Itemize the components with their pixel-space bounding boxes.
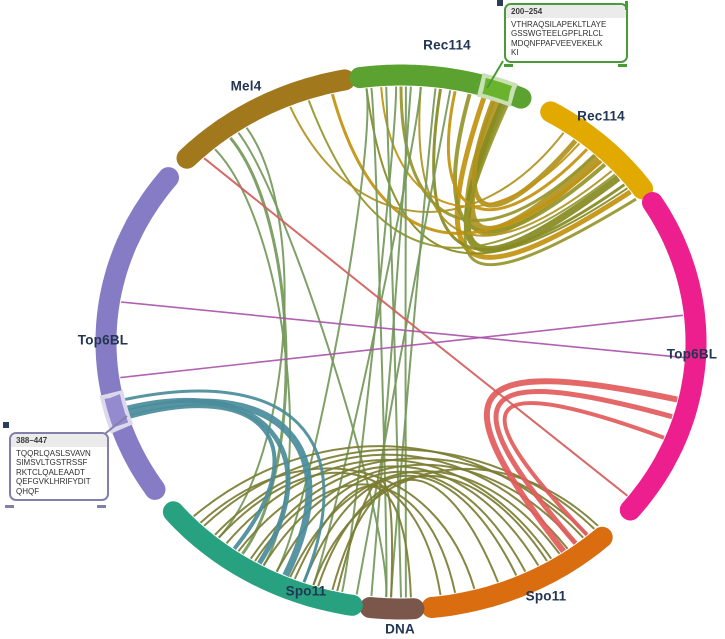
residue-range-label: 200–254 [506, 5, 626, 18]
residue-range-label: 388–447 [11, 434, 107, 447]
chord-link[interactable] [463, 104, 637, 267]
segment-arc-spo11_l[interactable] [162, 501, 363, 616]
tooltip-handle-icon[interactable] [625, 1, 628, 10]
chord-link[interactable] [129, 404, 277, 550]
chord-link[interactable] [237, 457, 588, 552]
chord-link[interactable] [331, 478, 499, 591]
highlighted-region-top6bl_l[interactable] [104, 394, 129, 428]
segment-label-dna[interactable]: DNA [385, 621, 415, 637]
chord-link[interactable] [502, 401, 665, 537]
chord-link[interactable] [275, 88, 369, 573]
chord-link[interactable] [307, 100, 616, 249]
segment-label-top6bl-right[interactable]: Top6BL [666, 346, 718, 362]
segment-arc-spo11_r[interactable] [421, 526, 613, 618]
tooltip-pointer-line [486, 60, 504, 89]
chord-link[interactable] [127, 398, 313, 577]
chord-link[interactable] [370, 87, 388, 598]
chord-link[interactable] [124, 389, 326, 583]
chord-link[interactable] [289, 106, 565, 213]
chord-link[interactable] [120, 301, 685, 359]
tooltip-handle-icon[interactable] [497, 0, 503, 6]
segment-arc-top6bl_l[interactable] [95, 167, 179, 500]
segment-label-spo11-right[interactable]: Spo11 [525, 588, 567, 604]
chord-link[interactable] [390, 88, 437, 598]
segment-label-rec114-right[interactable]: Rec114 [577, 108, 625, 124]
chord-link[interactable] [330, 93, 603, 235]
chord-link[interactable] [453, 93, 607, 234]
chord-link[interactable] [471, 99, 578, 208]
chord-link[interactable] [418, 87, 613, 237]
tooltip-handle-icon[interactable] [504, 64, 513, 67]
segment-arc-dna[interactable] [359, 597, 425, 620]
tooltip-handle-icon[interactable] [618, 64, 627, 67]
chord-link[interactable] [432, 88, 626, 252]
chord-link[interactable] [385, 86, 402, 598]
chord-link[interactable] [493, 389, 673, 545]
chord-link[interactable] [289, 470, 561, 578]
chord-link[interactable] [214, 453, 569, 550]
segment-label-rec114-top[interactable]: Rec114 [423, 37, 471, 53]
chord-link[interactable] [312, 468, 599, 586]
chord-link[interactable] [312, 87, 422, 586]
chord-link[interactable] [380, 87, 581, 208]
chord-link[interactable] [199, 467, 476, 590]
chord-link[interactable] [303, 474, 518, 583]
chord-link[interactable] [262, 463, 577, 567]
segment-arc-mel4[interactable] [176, 69, 356, 169]
chord-link[interactable] [120, 314, 683, 379]
chord-link[interactable] [483, 378, 678, 554]
chord-link[interactable] [218, 471, 442, 596]
tooltip-handle-icon[interactable] [97, 505, 106, 508]
chord-link[interactable] [355, 90, 452, 595]
chord-link[interactable] [203, 157, 628, 497]
segment-label-top6bl-left[interactable]: Top6BL [77, 332, 129, 348]
tooltip-handle-icon[interactable] [5, 505, 14, 508]
chord-link[interactable] [237, 132, 388, 598]
tooltip-handle-icon[interactable] [3, 422, 9, 428]
chord-link[interactable] [229, 136, 288, 555]
chord-link[interactable] [336, 479, 394, 598]
chord-link[interactable] [370, 86, 412, 597]
chord-link[interactable] [126, 397, 291, 565]
segment-label-spo11-left[interactable]: Spo11 [285, 583, 327, 599]
segment-arc-rec114_c[interactable] [540, 101, 654, 200]
segment-arc-top6bl_r[interactable] [619, 192, 707, 521]
segment-label-mel4[interactable]: Mel4 [230, 78, 262, 94]
